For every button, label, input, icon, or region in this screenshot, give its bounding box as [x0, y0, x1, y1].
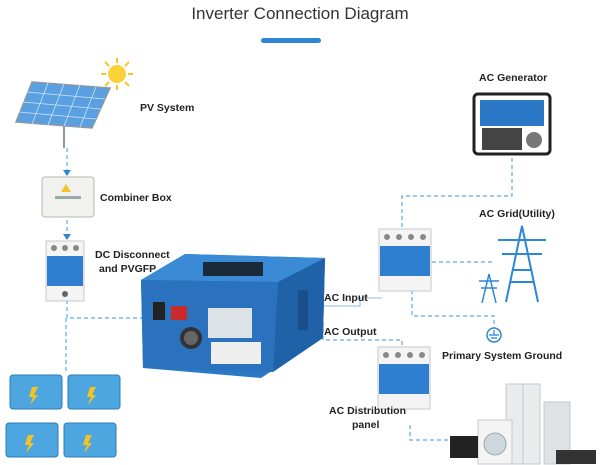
sun-icon — [101, 58, 133, 90]
combiner-box-icon — [41, 176, 95, 218]
pv-system-label: PV System — [140, 102, 195, 114]
arrow-down-icon — [63, 170, 71, 176]
dc-disconnect-icon — [45, 240, 85, 302]
ac-grid-label: AC Grid(Utility) — [479, 208, 555, 220]
combiner-box-label: Combiner Box — [100, 192, 172, 204]
generator-line — [401, 158, 513, 228]
primary-ground-label: Primary System Ground — [442, 350, 563, 362]
home-appliances-icon — [450, 383, 596, 465]
ac-input-breaker-icon — [378, 228, 432, 292]
transmission-tower-icon — [498, 225, 546, 303]
arrow-down-icon — [63, 234, 71, 240]
ac-distribution-label: AC Distribution — [329, 405, 406, 417]
ac-input-wire — [318, 297, 382, 307]
ac-output-label: AC Output — [324, 326, 377, 338]
ac-distribution-breaker-icon — [377, 346, 431, 410]
small-tower-icon — [479, 273, 499, 304]
pvgfp-label: and PVGFP — [99, 263, 157, 275]
disconnect-to-inverter-line — [66, 300, 145, 319]
ac-generator-icon — [472, 92, 552, 156]
inverter-icon — [141, 254, 325, 378]
battery-bank-icon — [5, 374, 121, 458]
solar-panel-icon — [14, 81, 112, 148]
distribution-to-loads-line — [409, 425, 452, 441]
panel-label: panel — [352, 419, 380, 431]
title-underline — [261, 38, 321, 43]
ac-input-label: AC Input — [324, 292, 368, 304]
ground-symbol-icon — [486, 327, 502, 343]
dc-disconnect-label: DC Disconnect — [95, 249, 170, 261]
ac-generator-label: AC Generator — [479, 72, 548, 84]
diagram-title: Inverter Connection Diagram — [191, 4, 409, 23]
ground-line — [411, 290, 495, 328]
